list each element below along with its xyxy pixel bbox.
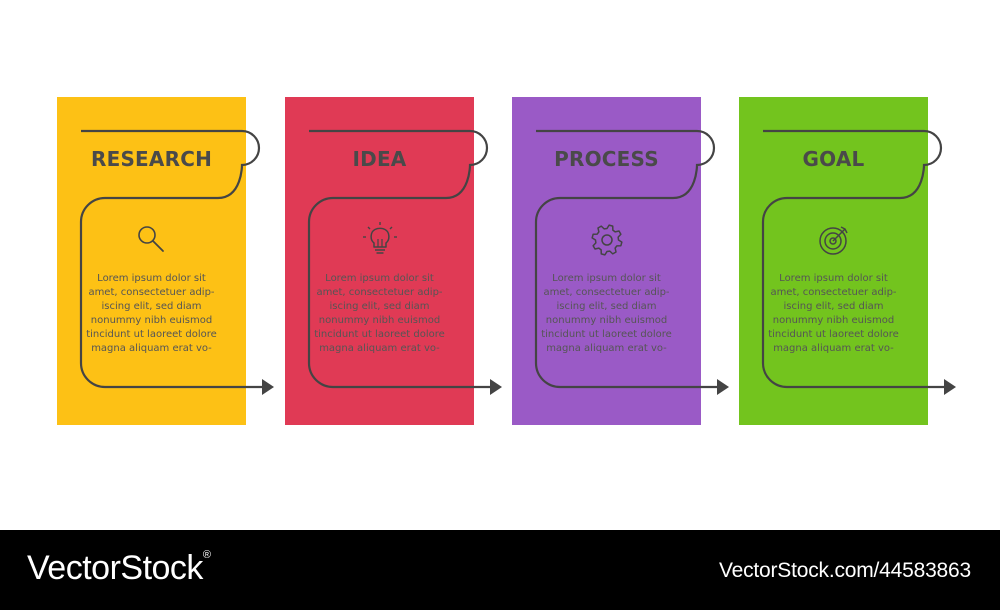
step-title: PROCESS bbox=[554, 147, 659, 171]
step-description: Lorem ipsum dolor sit amet, consectetuer… bbox=[73, 272, 230, 356]
description-line: amet, consectetuer adip- bbox=[88, 287, 215, 298]
image-credit: VectorStock.com/44583863 bbox=[718, 559, 971, 582]
connector-line bbox=[79, 129, 262, 389]
description-line: magna aliquam erat vo- bbox=[91, 343, 212, 354]
description-line: Lorem ipsum dolor sit bbox=[97, 273, 206, 284]
step-description: Lorem ipsum dolor sit amet, consectetuer… bbox=[755, 272, 912, 356]
description-line: tincidunt ut laoreet dolore bbox=[768, 329, 899, 340]
step-description: Lorem ipsum dolor sit amet, consectetuer… bbox=[301, 272, 458, 356]
description-line: tincidunt ut laoreet dolore bbox=[541, 329, 672, 340]
step-card-idea: IDEA Lorem ipsum dolor sit amet, consect… bbox=[285, 97, 474, 425]
description-line: iscing elit, sed diam bbox=[783, 301, 884, 312]
connector-line bbox=[761, 129, 944, 389]
footer-bar: VectorStock® VectorStock.com/44583863 bbox=[0, 530, 1000, 610]
description-line: amet, consectetuer adip- bbox=[543, 287, 670, 298]
description-line: iscing elit, sed diam bbox=[556, 301, 657, 312]
arrow-head-icon bbox=[262, 379, 274, 395]
description-line: nonummy nibh euismod bbox=[318, 315, 441, 326]
description-line: amet, consectetuer adip- bbox=[316, 287, 443, 298]
step-title: GOAL bbox=[802, 147, 865, 171]
step-description: Lorem ipsum dolor sit amet, consectetuer… bbox=[528, 272, 685, 356]
description-line: Lorem ipsum dolor sit bbox=[325, 273, 434, 284]
step-title: IDEA bbox=[352, 147, 407, 171]
gear-icon bbox=[591, 224, 623, 256]
arrow-head-icon bbox=[717, 379, 729, 395]
description-line: Lorem ipsum dolor sit bbox=[552, 273, 661, 284]
description-line: Lorem ipsum dolor sit bbox=[779, 273, 888, 284]
lightbulb-icon bbox=[363, 222, 397, 254]
step-title: RESEARCH bbox=[90, 147, 213, 171]
description-line: nonummy nibh euismod bbox=[772, 315, 895, 326]
brand-logo: VectorStock® bbox=[27, 549, 211, 588]
description-line: tincidunt ut laoreet dolore bbox=[86, 329, 217, 340]
magnifier-icon bbox=[138, 226, 164, 252]
step-card-research: RESEARCH Lorem ipsum dolor sit amet, con… bbox=[57, 97, 246, 425]
step-card-goal: GOAL Lorem ipsum dolor sit amet, consect… bbox=[739, 97, 928, 425]
connector-line bbox=[307, 129, 490, 389]
brand-name: VectorStock bbox=[27, 549, 203, 587]
target-icon bbox=[819, 226, 848, 255]
infographic: RESEARCH Lorem ipsum dolor sit amet, con… bbox=[57, 97, 956, 425]
description-line: magna aliquam erat vo- bbox=[546, 343, 667, 354]
arrow-head-icon bbox=[490, 379, 502, 395]
description-line: magna aliquam erat vo- bbox=[319, 343, 440, 354]
description-line: nonummy nibh euismod bbox=[545, 315, 668, 326]
description-line: amet, consectetuer adip- bbox=[770, 287, 897, 298]
description-line: tincidunt ut laoreet dolore bbox=[314, 329, 445, 340]
description-line: iscing elit, sed diam bbox=[329, 301, 430, 312]
flow-arrows bbox=[79, 129, 956, 395]
description-line: magna aliquam erat vo- bbox=[773, 343, 894, 354]
registered-mark: ® bbox=[202, 549, 211, 561]
description-line: iscing elit, sed diam bbox=[101, 301, 202, 312]
step-card-process: PROCESS Lorem ipsum dolor sit amet, cons… bbox=[512, 97, 701, 425]
description-line: nonummy nibh euismod bbox=[90, 315, 213, 326]
connector-line bbox=[534, 129, 717, 389]
arrow-head-icon bbox=[944, 379, 956, 395]
